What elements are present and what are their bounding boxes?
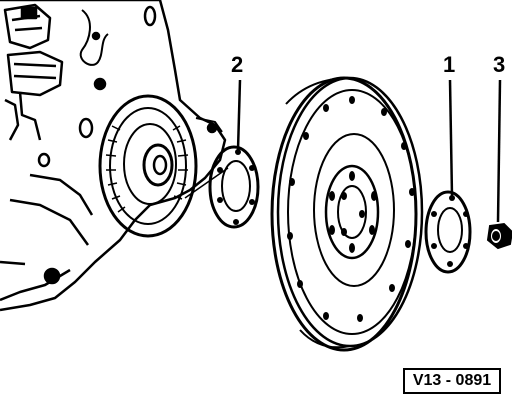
callout-label-2: 2: [231, 52, 243, 77]
leader-line-2: [236, 79, 242, 151]
bolt: [486, 222, 512, 250]
leader-line-3: [496, 79, 502, 223]
callout-label-3: 3: [493, 52, 505, 77]
intermediate-plate: [208, 145, 260, 229]
leader-line-1: [448, 79, 454, 197]
engine-block: [0, 0, 229, 312]
callout-label-1: 1: [443, 52, 455, 77]
figure-code: V13 - 0891: [403, 368, 501, 394]
spacer-washer: [424, 190, 472, 274]
flywheel-drive-plate: [270, 76, 424, 352]
callout-leaders: [236, 79, 502, 223]
